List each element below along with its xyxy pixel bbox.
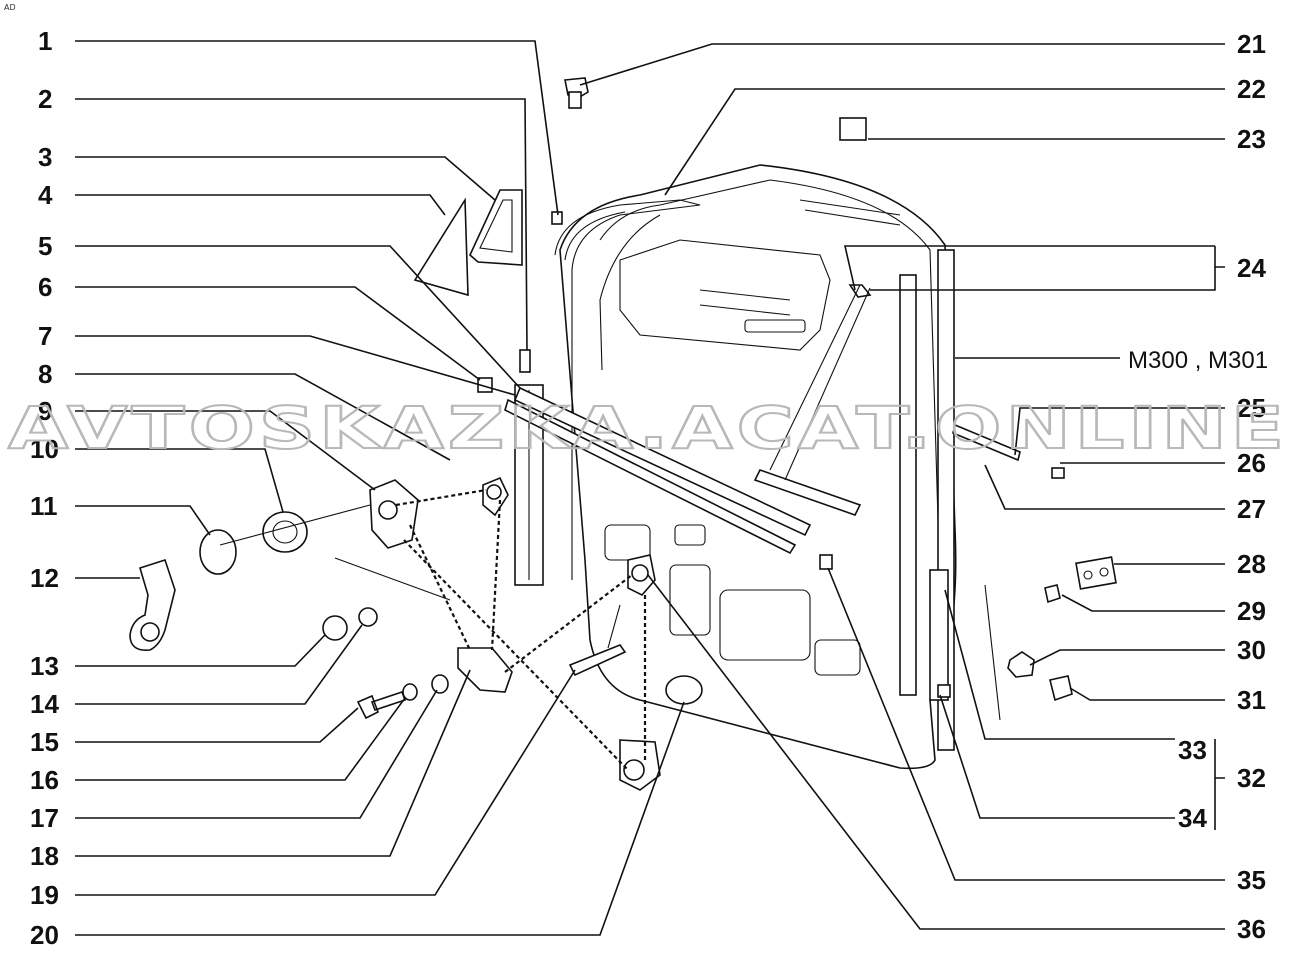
callout-12: 12 xyxy=(30,563,59,593)
model-label: M300 , M301 xyxy=(1128,347,1268,374)
callout-29: 29 xyxy=(1237,596,1266,626)
callout-30: 30 xyxy=(1237,635,1266,665)
bolt-15 xyxy=(356,690,407,720)
callout-9: 9 xyxy=(38,396,52,426)
nut-13 xyxy=(322,615,348,641)
callout-35: 35 xyxy=(1237,865,1266,895)
washer-14 xyxy=(358,607,378,627)
callout-16: 16 xyxy=(30,765,59,795)
callout-5: 5 xyxy=(38,231,52,261)
callout-17: 17 xyxy=(30,803,59,833)
watermark-text: AVTOSKAZKA.ACAT.ONLINE xyxy=(8,394,1288,462)
callout-26: 26 xyxy=(1237,448,1266,478)
callout-19: 19 xyxy=(30,880,59,910)
outer-belt-moulding xyxy=(513,386,812,537)
callout-24: 24 xyxy=(1237,253,1266,283)
callout-23: 23 xyxy=(1237,124,1266,154)
door-inner-panel xyxy=(559,164,957,770)
callout-34: 34 xyxy=(1178,803,1207,833)
inner-belt-weatherstrip xyxy=(753,469,862,516)
callout-8: 8 xyxy=(38,359,52,389)
screw-31 xyxy=(1049,675,1073,702)
callout-25: 25 xyxy=(1237,393,1266,423)
callout-22: 22 xyxy=(1237,74,1266,104)
rear-glass-guide-rail xyxy=(899,274,917,696)
callout-33: 33 xyxy=(1178,735,1207,765)
door-parts-illustration xyxy=(129,77,1117,791)
corner-mark: AD xyxy=(4,3,16,12)
callout-15: 15 xyxy=(30,727,59,757)
callout-20: 20 xyxy=(30,920,59,950)
callout-36: 36 xyxy=(1237,914,1266,944)
vent-window-frame xyxy=(469,189,523,266)
callout-11: 11 xyxy=(30,491,58,521)
callout-7: 7 xyxy=(38,321,52,351)
crank-bezel xyxy=(262,511,308,553)
crank-washer xyxy=(199,529,237,575)
grommet-20 xyxy=(665,675,703,705)
callout-21: 21 xyxy=(1237,29,1266,59)
callout-2: 2 xyxy=(38,84,52,114)
callout-4: 4 xyxy=(38,180,53,210)
weatherstrip-25 xyxy=(952,423,1021,462)
callout-3: 3 xyxy=(38,142,52,172)
callout-28: 28 xyxy=(1237,549,1266,579)
leader-lines xyxy=(75,40,1225,936)
striker-plate-28 xyxy=(1075,556,1117,590)
lock-washer-30 xyxy=(1007,651,1035,678)
callout-1: 1 xyxy=(38,26,52,56)
callouts-right: 21 22 23 24 25 26 27 28 29 30 31 33 34 3… xyxy=(1128,29,1268,944)
callout-14: 14 xyxy=(30,689,59,719)
callout-6: 6 xyxy=(38,272,52,302)
callout-18: 18 xyxy=(30,841,59,871)
callouts-left: 1 2 3 4 5 6 7 8 9 10 11 12 13 14 15 16 1… xyxy=(30,26,59,950)
vent-window-glass xyxy=(413,197,469,297)
window-frame-channel xyxy=(554,199,701,580)
rear-lower-channel xyxy=(929,569,949,701)
callout-10: 10 xyxy=(30,434,59,464)
callout-31: 31 xyxy=(1237,685,1266,715)
callout-32: 32 xyxy=(1237,763,1266,793)
screw-29 xyxy=(1044,584,1061,604)
callout-13: 13 xyxy=(30,651,59,681)
window-regulator xyxy=(369,476,661,791)
callout-27: 27 xyxy=(1237,494,1266,524)
